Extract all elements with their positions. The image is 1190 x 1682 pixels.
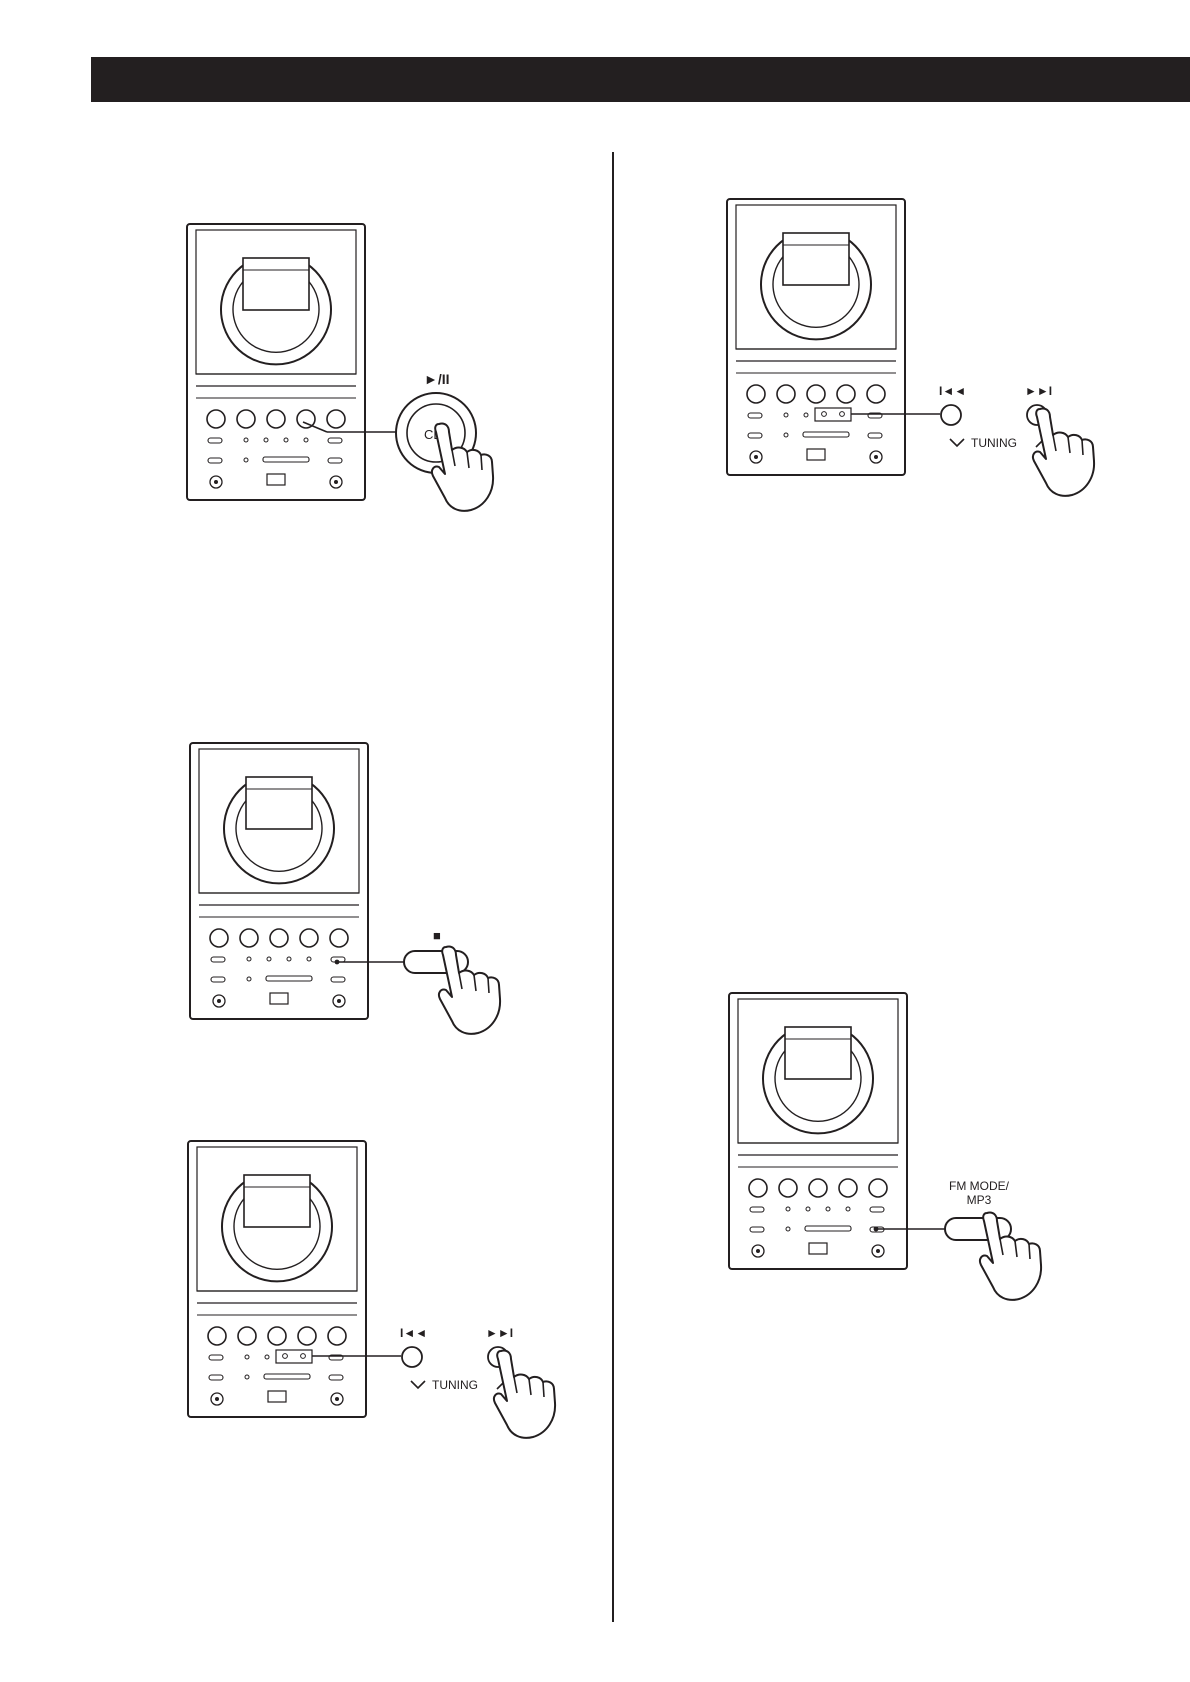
tuning-down-icon (411, 1381, 425, 1388)
fm-mode-label: FM MODE/ (949, 1179, 1010, 1193)
skip-back-label: I◄◄ (400, 1326, 427, 1340)
mp3-label: MP3 (967, 1193, 992, 1207)
skip-back-label: I◄◄ (939, 384, 966, 398)
tuning-label: TUNING (971, 436, 1017, 450)
stop-label: ■ (433, 928, 441, 943)
figure-skip-left: I◄◄ ►►I TUNING (188, 1141, 578, 1431)
figure-skip-right: I◄◄ ►►I TUNING (727, 199, 1117, 489)
figure-stop: ■ (190, 743, 520, 1023)
fm-mode-button[interactable] (945, 1218, 1011, 1240)
skip-forward-label: ►►I (486, 1326, 513, 1340)
column-divider (612, 152, 614, 1622)
figure-fm-mode: FM MODE/ MP3 (729, 993, 1069, 1283)
tuning-down-icon (950, 439, 964, 446)
header-bar (91, 57, 1190, 102)
skip-back-button[interactable] (402, 1347, 422, 1367)
tuning-label: TUNING (432, 1378, 478, 1392)
figure-cd-play: CD ►/II (187, 224, 517, 504)
play-pause-label: ►/II (424, 371, 450, 387)
skip-back-button[interactable] (941, 405, 961, 425)
skip-forward-label: ►►I (1025, 384, 1052, 398)
